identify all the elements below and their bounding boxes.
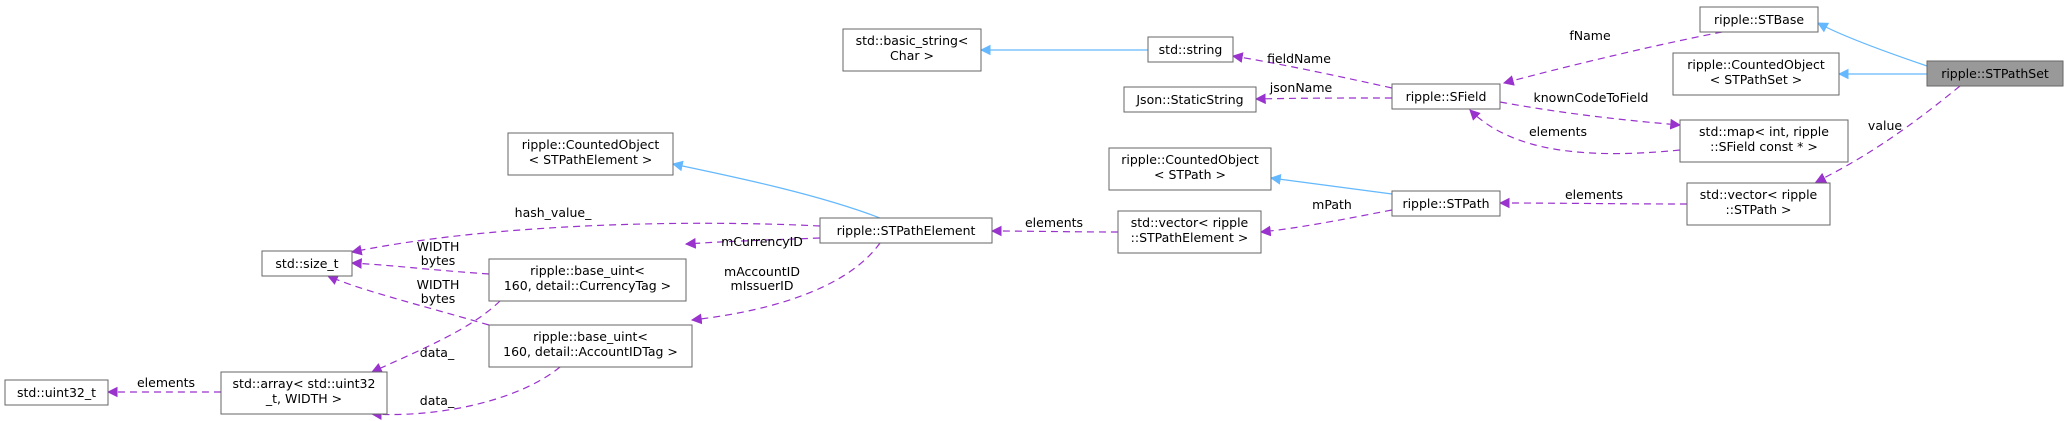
edge-label-jsonname: jsonName	[1269, 80, 1333, 95]
class-node-label: ripple::CountedObject< STPath >	[1121, 152, 1259, 182]
member-edge-17	[350, 258, 490, 275]
class-node-box	[507, 132, 674, 176]
edge-label-fieldname: fieldName	[1267, 51, 1331, 66]
edge-label-vector-elem-elements: elements	[1025, 215, 1083, 230]
class-node-vector-stpath[interactable]: std::vector< ripple::STPath >	[1686, 182, 1831, 226]
member-edge-20	[370, 366, 561, 420]
class-node-box	[1686, 182, 1831, 226]
class-node-sfield[interactable]: ripple::SField	[1391, 83, 1501, 110]
class-node-label: std::string	[1159, 42, 1223, 57]
class-node-stpath[interactable]: ripple::STPath	[1391, 190, 1501, 217]
class-node-box	[488, 324, 693, 368]
class-node-counted-stpathelement[interactable]: ripple::CountedObject< STPathElement >	[507, 132, 674, 176]
class-node-std-array[interactable]: std::array< std::uint32_t, WIDTH >	[220, 371, 388, 415]
member-edge-11	[1498, 197, 1688, 209]
class-node-label: ripple::CountedObject< STPathElement >	[522, 137, 660, 167]
edge-label-mcurrency: mCurrencyID	[721, 234, 803, 249]
inheritance-edge-3	[1269, 173, 1393, 195]
class-node-label: std::map< int, ripple::SField const * >	[1699, 124, 1829, 154]
member-edge-18	[327, 274, 490, 326]
class-node-std-string[interactable]: std::string	[1147, 36, 1234, 63]
class-node-label: ripple::STPathSet	[1941, 66, 2049, 81]
class-node-base-uint-currency[interactable]: ripple::base_uint<160, detail::CurrencyT…	[488, 258, 687, 302]
class-node-label: std::vector< ripple::STPathElement >	[1131, 215, 1249, 245]
edge-label-data-2: data_	[420, 393, 455, 408]
member-edge-14	[350, 222, 821, 256]
class-node-counted-stpath[interactable]: ripple::CountedObject< STPath >	[1108, 147, 1272, 191]
inheritance-edge-0	[1817, 22, 1928, 67]
class-node-label: Json::StaticString	[1135, 92, 1243, 107]
edge-label-value: value	[1868, 118, 1902, 133]
member-edge-8	[1499, 101, 1682, 130]
class-node-label: ripple::STPathElement	[837, 223, 976, 238]
class-node-box	[842, 28, 982, 72]
class-node-box	[1123, 86, 1257, 113]
class-node-box	[1672, 52, 1840, 96]
class-node-label: ripple::base_uint<160, detail::CurrencyT…	[504, 263, 671, 293]
class-node-box	[1391, 190, 1501, 217]
class-node-stpathset[interactable]: ripple::STPathSet	[1926, 60, 2064, 87]
class-node-label: ripple::SField	[1406, 89, 1487, 104]
class-node-uint32[interactable]: std::uint32_t	[4, 379, 109, 406]
class-node-stpathelement[interactable]: ripple::STPathElement	[819, 217, 993, 244]
class-node-label: std::vector< ripple::STPath >	[1700, 187, 1818, 217]
class-node-std-map[interactable]: std::map< int, ripple::SField const * >	[1679, 119, 1849, 163]
class-node-label: std::basic_string<Char >	[856, 33, 969, 63]
class-node-counted-stpathset[interactable]: ripple::CountedObject< STPathSet >	[1672, 52, 1840, 96]
member-edge-19	[371, 300, 501, 373]
member-edge-5	[1502, 31, 1723, 86]
edge-label-hash-value: hash_value_	[515, 205, 592, 220]
class-node-label: ripple::base_uint<160, detail::AccountID…	[503, 329, 678, 359]
member-edge-7	[1254, 93, 1393, 105]
class-node-base-uint-account[interactable]: ripple::base_uint<160, detail::AccountID…	[488, 324, 693, 368]
class-node-box	[220, 371, 388, 415]
edge-label-data-1: data_	[420, 345, 455, 360]
member-edge-10	[1815, 85, 1961, 183]
class-node-box	[1147, 36, 1234, 63]
class-node-box	[488, 258, 687, 302]
edge-label-array-elements: elements	[137, 375, 195, 390]
class-node-json-staticstring[interactable]: Json::StaticString	[1123, 86, 1257, 113]
member-edge-16	[690, 242, 881, 325]
member-edge-6	[1231, 52, 1393, 89]
class-node-box	[1679, 119, 1849, 163]
member-edge-12	[1259, 209, 1393, 237]
class-node-box	[1926, 60, 2064, 87]
class-node-basic-string[interactable]: std::basic_string<Char >	[842, 28, 982, 72]
class-node-size-t[interactable]: std::size_t	[261, 250, 353, 277]
class-node-box	[4, 379, 109, 406]
class-node-box	[1108, 147, 1272, 191]
edge-label-vector-stpath-elements: elements	[1565, 187, 1623, 202]
member-edge-15	[684, 237, 821, 249]
class-node-label: std::size_t	[275, 256, 338, 271]
edge-label-fname: fName	[1569, 28, 1611, 43]
class-node-box	[261, 250, 353, 277]
class-node-label: std::array< std::uint32_t, WIDTH >	[233, 376, 376, 406]
class-node-label: ripple::STPath	[1402, 196, 1489, 211]
class-node-label: ripple::STBase	[1714, 12, 1804, 27]
class-node-box	[1117, 210, 1262, 254]
class-node-stbase[interactable]: ripple::STBase	[1699, 6, 1819, 33]
edge-label-map-elements: elements	[1529, 124, 1587, 139]
member-edge-13	[990, 225, 1119, 237]
class-node-vector-stpathelement[interactable]: std::vector< ripple::STPathElement >	[1117, 210, 1262, 254]
inheritance-edge-4	[671, 160, 881, 219]
class-node-label: ripple::CountedObject< STPathSet >	[1687, 57, 1825, 87]
class-node-label: std::uint32_t	[17, 385, 96, 400]
class-node-box	[1391, 83, 1501, 110]
class-node-box	[819, 217, 993, 244]
member-edge-9	[1469, 109, 1681, 155]
edge-label-knowncode: knownCodeToField	[1534, 90, 1649, 105]
edge-label-mpath: mPath	[1312, 197, 1352, 212]
class-node-box	[1699, 6, 1819, 33]
